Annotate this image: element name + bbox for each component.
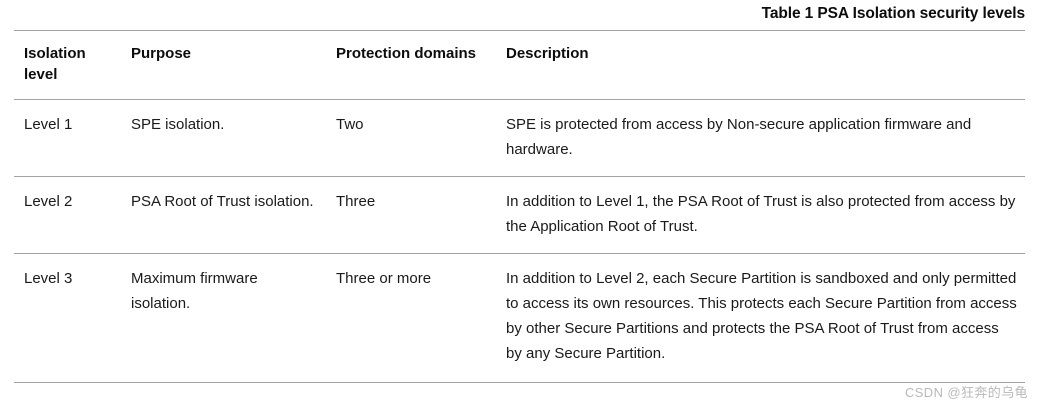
cell-purpose: PSA Root of Trust isolation. (121, 176, 326, 254)
column-header-protection-domains: Protection domains (326, 30, 496, 100)
column-header-purpose: Purpose (121, 30, 326, 100)
table-header: Isolation level Purpose Protection domai… (14, 30, 1025, 100)
cell-description: In addition to Level 2, each Secure Part… (496, 253, 1025, 383)
table-row: Level 3 Maximum firmware isolation. Thre… (14, 253, 1025, 383)
cell-isolation-level: Level 2 (14, 176, 121, 254)
table-caption: Table 1 PSA Isolation security levels (761, 5, 1025, 22)
cell-protection-domains: Three (326, 176, 496, 254)
cell-isolation-level: Level 3 (14, 253, 121, 383)
cell-purpose: Maximum firmware isolation. (121, 253, 326, 383)
psa-isolation-table: Isolation level Purpose Protection domai… (14, 30, 1025, 383)
table-row: Level 1 SPE isolation. Two SPE is protec… (14, 99, 1025, 177)
table-row: Level 2 PSA Root of Trust isolation. Thr… (14, 176, 1025, 254)
cell-purpose: SPE isolation. (121, 99, 326, 177)
csdn-watermark: CSDN @狂奔的乌龟 (904, 385, 1028, 400)
cell-description: In addition to Level 1, the PSA Root of … (496, 176, 1025, 254)
cell-description: SPE is protected from access by Non-secu… (496, 99, 1025, 177)
cell-protection-domains: Two (326, 99, 496, 177)
column-header-description: Description (496, 30, 1025, 100)
cell-protection-domains: Three or more (326, 253, 496, 383)
table-body: Level 1 SPE isolation. Two SPE is protec… (14, 99, 1025, 383)
table-header-row: Isolation level Purpose Protection domai… (14, 30, 1025, 100)
cell-isolation-level: Level 1 (14, 99, 121, 177)
column-header-isolation-level: Isolation level (14, 30, 121, 100)
